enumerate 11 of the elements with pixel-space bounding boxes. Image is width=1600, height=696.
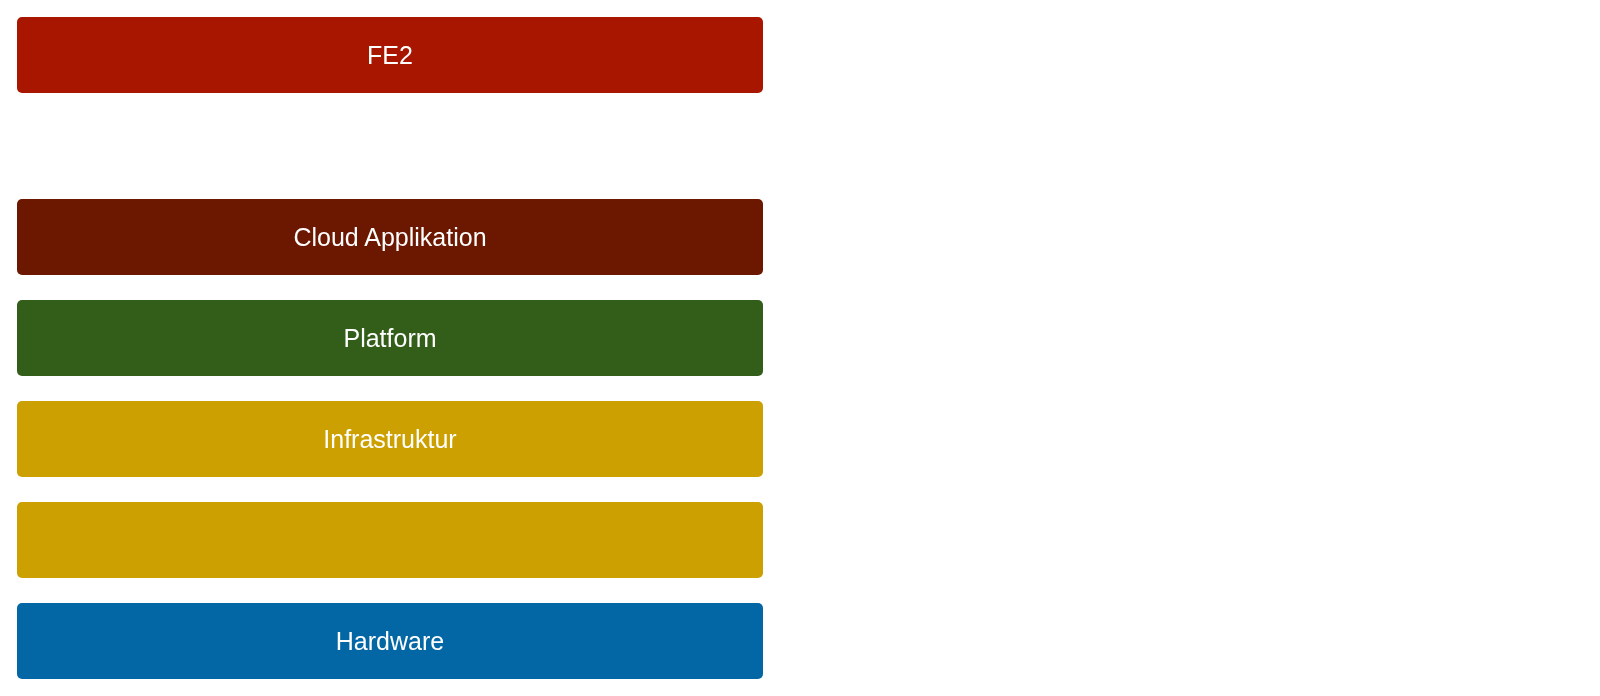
layer-bar: [17, 401, 763, 477]
layer-label: Platform: [343, 323, 437, 353]
layer-label: FE2: [367, 40, 413, 70]
layer-bar: [17, 603, 763, 679]
layer-label: Cloud Applikation: [293, 222, 487, 252]
layer-bar: [17, 17, 763, 93]
layer-bar: [17, 300, 763, 376]
layer-label: Infrastruktur: [323, 424, 457, 454]
layer-bar: [17, 199, 763, 275]
layer-bar: [17, 502, 763, 578]
layer-label: Hardware: [335, 626, 445, 656]
